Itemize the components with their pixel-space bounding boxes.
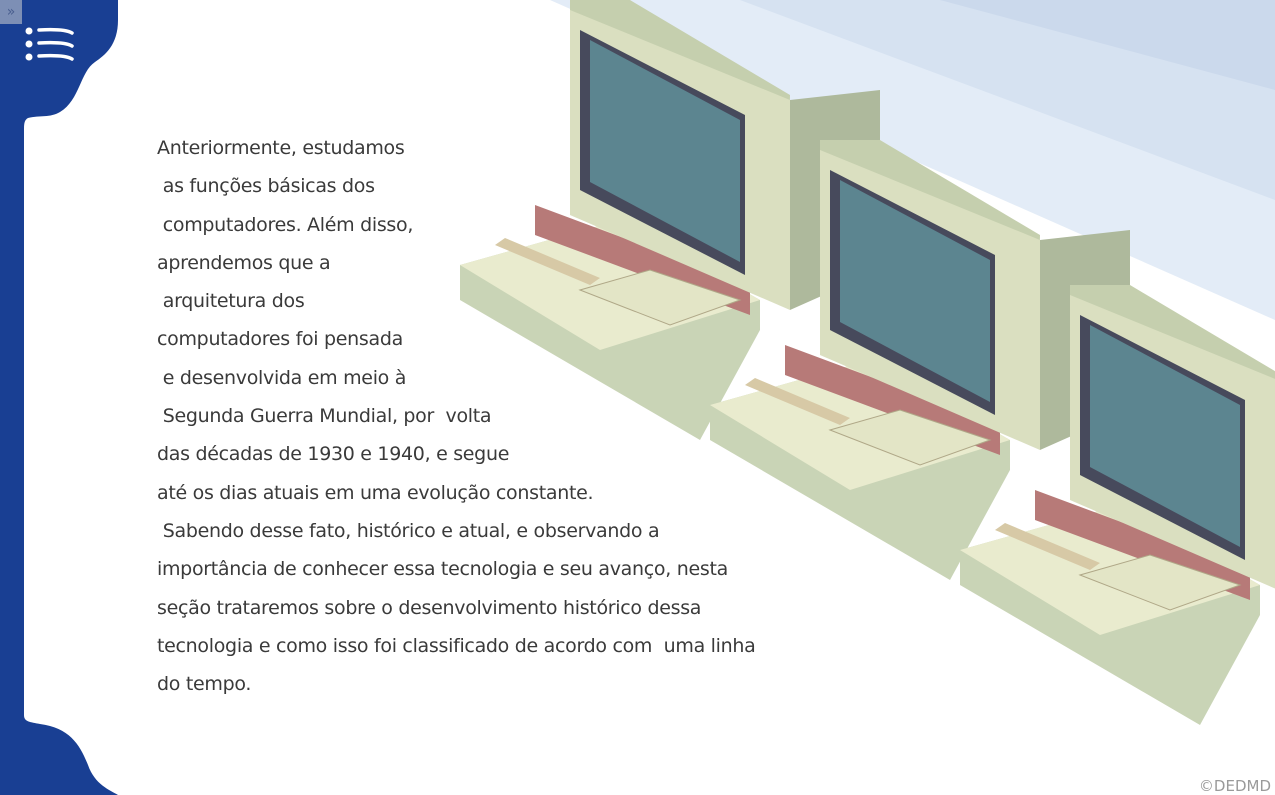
text-line: importância de conhecer essa tecnologia …	[157, 558, 728, 581]
expand-sidebar-button[interactable]: »	[0, 0, 22, 24]
text-line: tecnologia e como isso foi classificado …	[157, 634, 756, 657]
text-line: aprendemos que a	[157, 251, 331, 274]
copyright: ©DEDMD	[1198, 777, 1271, 795]
text-line: seção trataremos sobre o desenvolvimento…	[157, 596, 702, 619]
text-line: as funções básicas dos	[157, 175, 375, 198]
text-line: e desenvolvida em meio à	[157, 366, 407, 389]
sidebar	[0, 0, 118, 795]
text-line: Sabendo desse fato, histórico e atual, e…	[157, 519, 660, 542]
menu-list-icon[interactable]	[22, 24, 78, 64]
text-line: Anteriormente, estudamos	[157, 137, 405, 159]
text-line: das décadas de 1930 e 1940, e segue	[157, 443, 510, 466]
text-line: Segunda Guerra Mundial, por volta	[157, 405, 492, 428]
intro-paragraph: Anteriormente, estudamos as funções bási…	[157, 133, 756, 707]
text-line: até os dias atuais em uma evolução const…	[157, 481, 594, 504]
computers-illustration	[460, 0, 1275, 726]
text-line: computadores. Além disso,	[157, 213, 414, 236]
text-line: computadores foi pensada	[157, 328, 403, 351]
text-line: arquitetura dos	[157, 290, 305, 313]
text-line: do tempo.	[157, 673, 252, 696]
